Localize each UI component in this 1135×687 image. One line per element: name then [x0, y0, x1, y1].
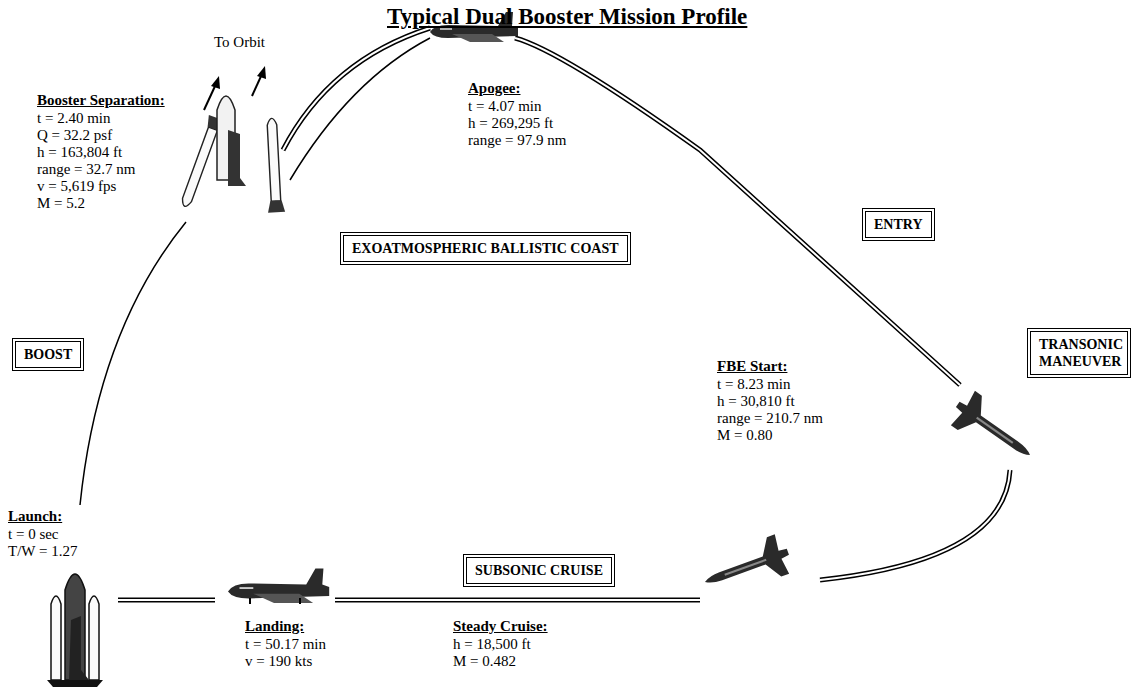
event-value: M = 5.2 [37, 195, 85, 212]
event-value: range = 32.7 nm [37, 161, 135, 178]
event-value: range = 210.7 nm [717, 410, 823, 427]
event-heading: FBE Start: [717, 358, 787, 375]
phase-box: BOOST [12, 338, 84, 371]
event-value: T/W = 1.27 [8, 543, 77, 560]
event-value: M = 0.80 [717, 427, 773, 444]
phase-box: ENTRY [862, 208, 935, 241]
event-value: h = 163,804 ft [37, 144, 122, 161]
phase-label: TRANSONIC MANEUVER [1039, 337, 1123, 369]
phase-label: BOOST [24, 347, 72, 362]
event-value: Q = 32.2 psf [37, 127, 112, 144]
event-heading: Launch: [8, 508, 62, 525]
event-heading: Landing: [245, 618, 304, 635]
phase-box: EXOATMOSPHERIC BALLISTIC COAST [340, 232, 631, 265]
event-value: To Orbit [214, 34, 265, 51]
diagram-title: Typical Dual Booster Mission Profile [387, 4, 747, 30]
phase-box: TRANSONIC MANEUVER [1027, 328, 1131, 378]
phase-label: ENTRY [874, 217, 923, 232]
event-heading: Booster Separation: [37, 92, 165, 109]
event-value: v = 190 kts [245, 653, 312, 670]
event-value: h = 18,500 ft [453, 636, 531, 653]
event-value: t = 50.17 min [245, 636, 326, 653]
event-value: v = 5,619 fps [37, 178, 116, 195]
event-value: t = 2.40 min [37, 110, 110, 127]
event-value: t = 8.23 min [717, 376, 790, 393]
event-value: t = 0 sec [8, 526, 59, 543]
phase-box: SUBSONIC CRUISE [463, 554, 615, 587]
event-value: M = 0.482 [453, 653, 516, 670]
phase-label: EXOATMOSPHERIC BALLISTIC COAST [352, 241, 619, 256]
event-value: t = 4.07 min [468, 98, 541, 115]
event-value: h = 269,295 ft [468, 115, 553, 132]
phase-label: SUBSONIC CRUISE [475, 563, 603, 578]
event-value: range = 97.9 nm [468, 132, 566, 149]
event-heading: Apogee: [468, 80, 521, 97]
event-value: h = 30,810 ft [717, 393, 795, 410]
event-heading: Steady Cruise: [453, 618, 548, 635]
